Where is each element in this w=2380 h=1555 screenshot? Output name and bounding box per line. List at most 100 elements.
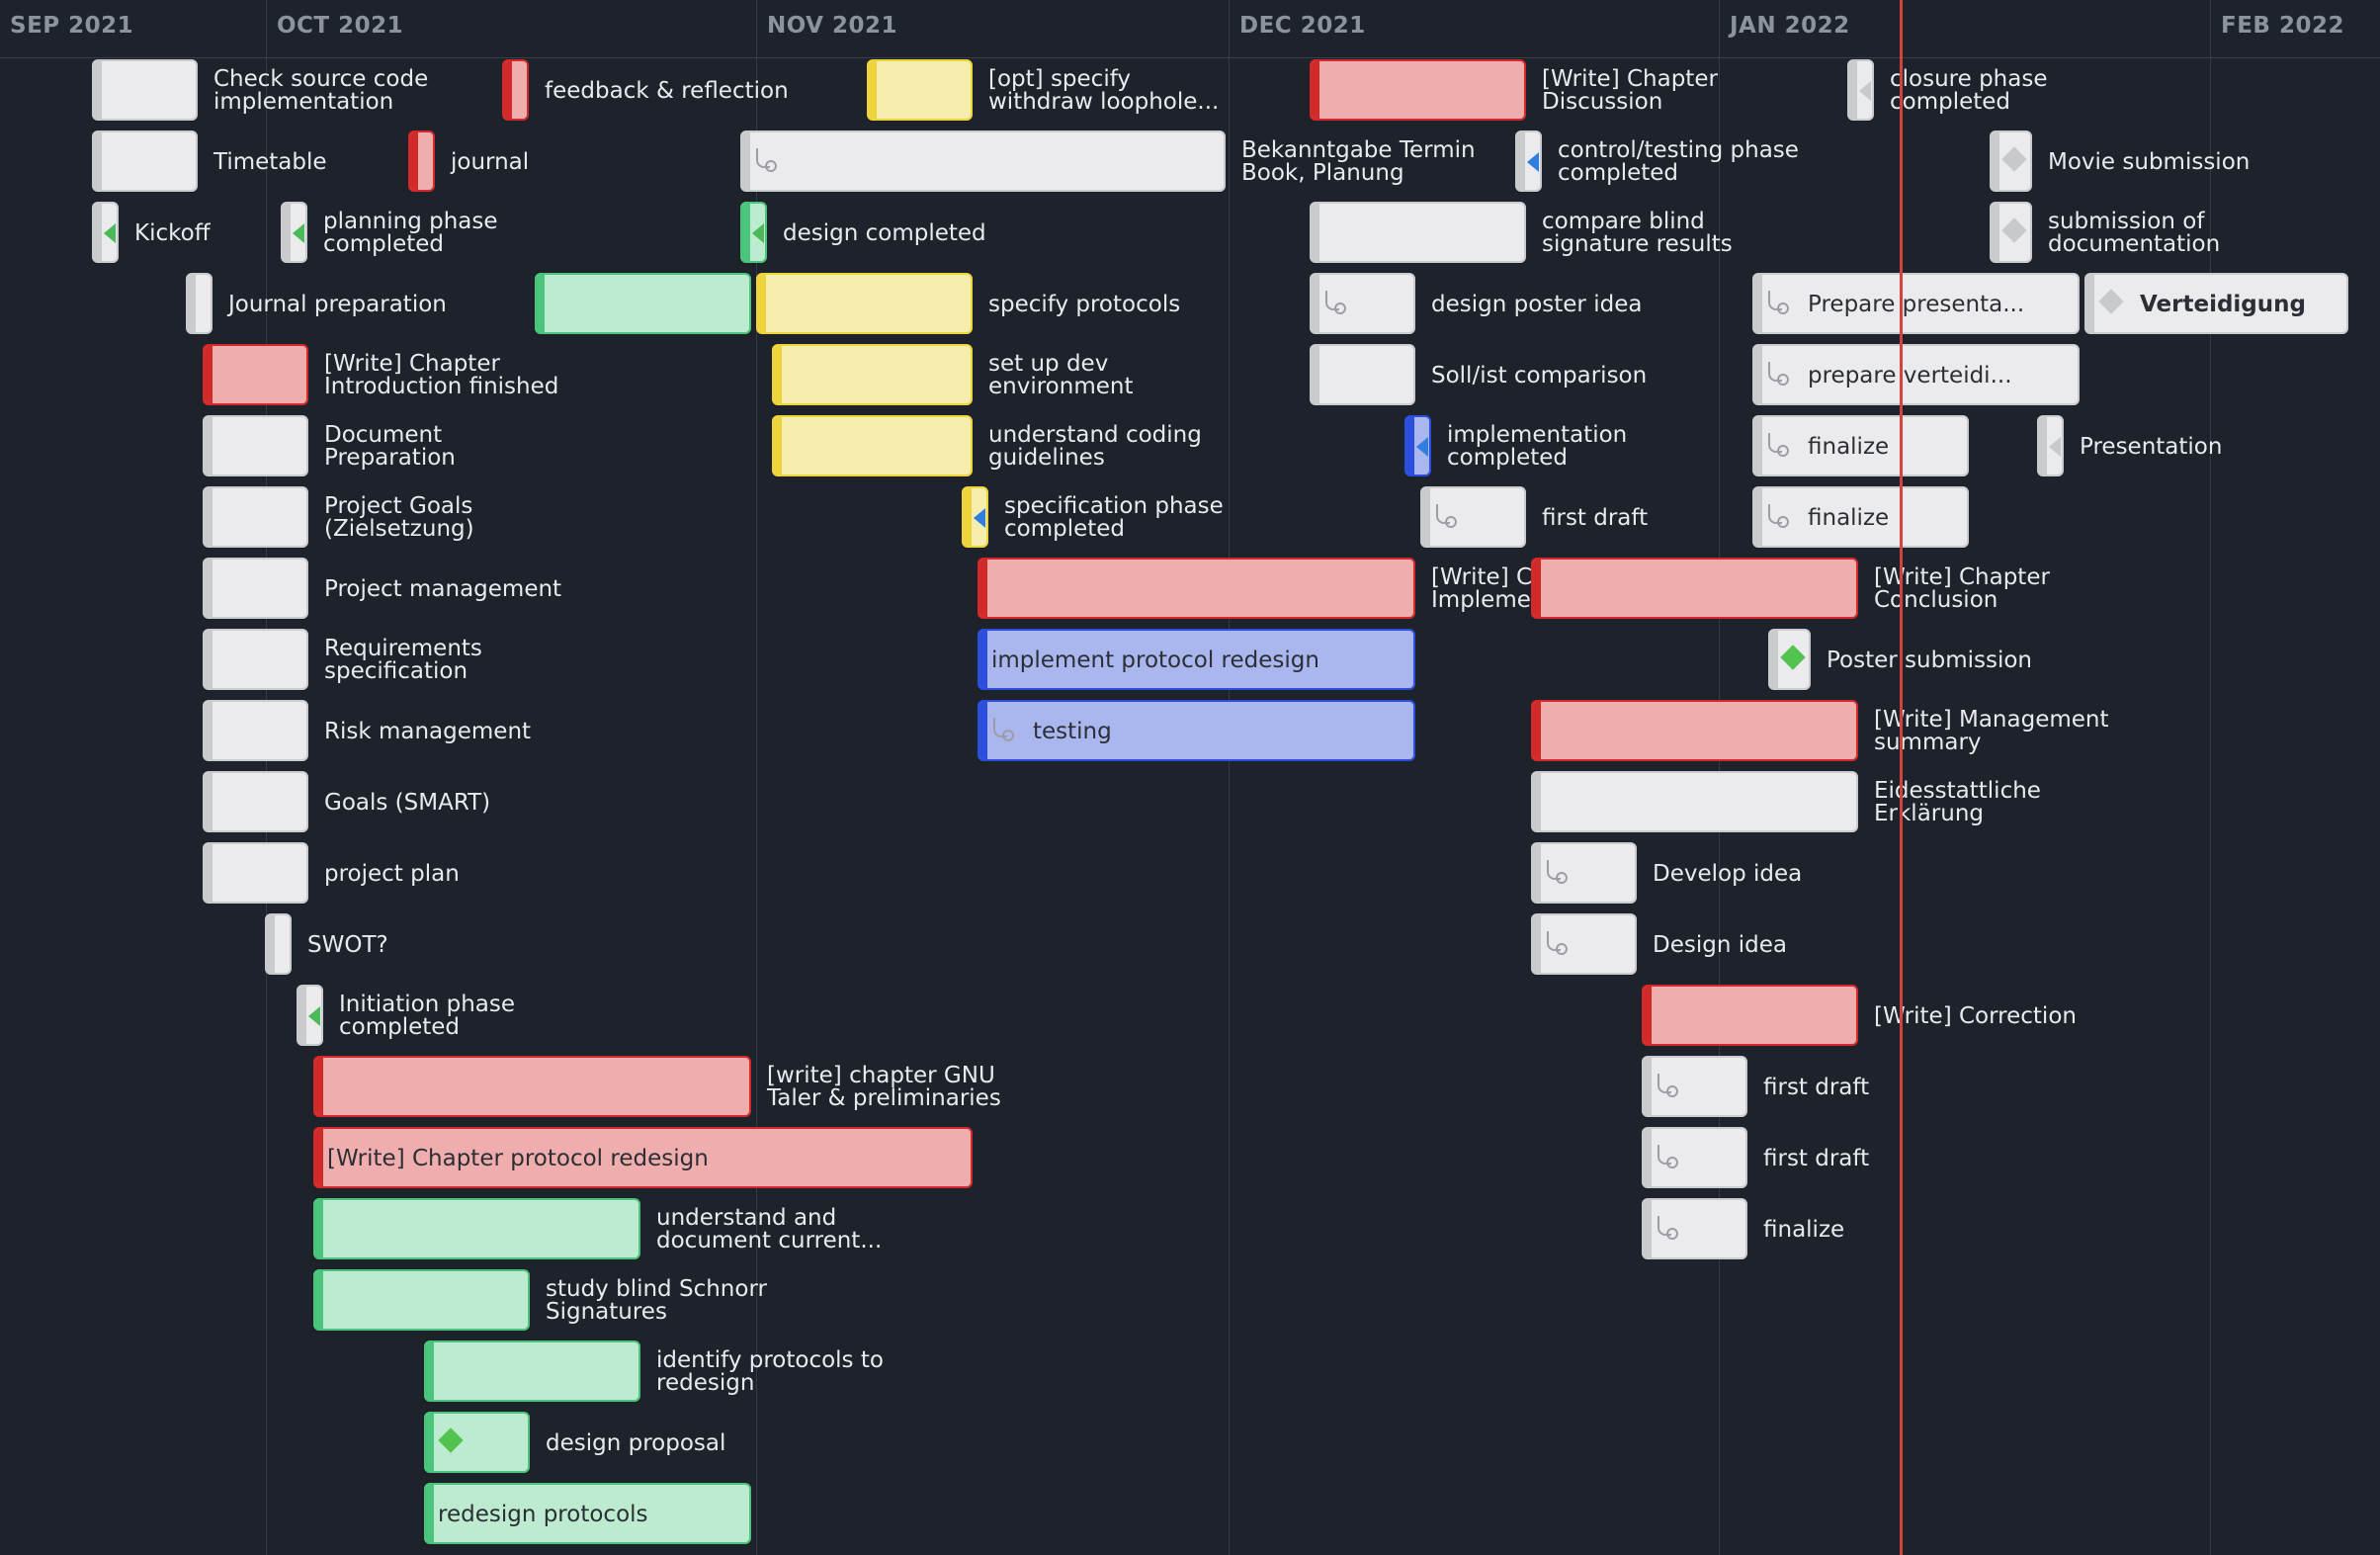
task-bar[interactable] (92, 130, 198, 192)
task-label-line: submission of (2048, 209, 2205, 234)
milestone-diamond-icon (2000, 146, 2027, 172)
task-bar[interactable] (1990, 130, 2032, 192)
task-bar[interactable] (962, 486, 988, 548)
task-label-line: Soll/ist comparison (1431, 362, 1648, 389)
subtask-icon (1768, 433, 1789, 457)
task-bar[interactable] (1990, 202, 2032, 263)
task-label-line: guidelines (988, 445, 1105, 471)
flag-icon (293, 223, 304, 243)
task-bar[interactable] (1752, 344, 2080, 405)
task-bar[interactable] (203, 771, 308, 832)
task-bar[interactable] (92, 202, 119, 263)
task-bar[interactable] (1531, 700, 1858, 761)
task-label: finalize (1808, 435, 1889, 459)
task-bar[interactable] (92, 59, 198, 121)
flag-icon (752, 223, 764, 243)
task-bar[interactable] (740, 130, 1226, 192)
task-bar[interactable] (203, 486, 308, 548)
task-bar[interactable] (424, 1340, 640, 1402)
task-bar[interactable] (1752, 273, 2080, 334)
flag-icon (1859, 81, 1871, 101)
task-bar[interactable] (1515, 130, 1542, 192)
task-label-line: understand and (656, 1205, 837, 1231)
task-bar[interactable] (265, 913, 292, 975)
task-bar[interactable] (756, 273, 973, 334)
task-bar[interactable] (297, 985, 323, 1046)
task-bar[interactable] (2084, 273, 2348, 334)
task-bar[interactable] (1531, 842, 1637, 904)
task-bar[interactable] (978, 629, 1415, 690)
task-bar[interactable] (313, 1269, 530, 1331)
task-label: design poster idea (1431, 293, 1642, 316)
task-bar[interactable] (313, 1056, 751, 1117)
task-label-line: prepare verteidi... (1808, 362, 2012, 389)
task-bar[interactable] (424, 1412, 530, 1473)
task-label: design completed (783, 221, 986, 245)
task-label-line: control/testing phase (1558, 137, 1799, 163)
month-label: NOV 2021 (767, 13, 898, 39)
task-label-line: compare blind (1542, 209, 1705, 234)
task-bar[interactable] (408, 130, 435, 192)
subtask-icon (993, 718, 1014, 741)
task-bar[interactable] (203, 415, 308, 476)
task-bar[interactable] (1310, 202, 1526, 263)
task-bar[interactable] (978, 700, 1415, 761)
task-bar[interactable] (502, 59, 529, 121)
task-bar[interactable] (1310, 59, 1526, 121)
task-label: Verteidigung (2140, 293, 2306, 316)
task-label: first draft (1542, 506, 1648, 530)
task-label-line: Book, Planung (1241, 160, 1404, 186)
task-label-line: finalize (1763, 1216, 1845, 1243)
task-bar[interactable] (281, 202, 307, 263)
task-bar[interactable] (1310, 273, 1415, 334)
task-bar[interactable] (2037, 415, 2064, 476)
task-label-line: [Write] Chapter protocol redesign (327, 1145, 709, 1171)
task-bar[interactable] (186, 273, 212, 334)
task-bar[interactable] (203, 700, 308, 761)
task-bar[interactable] (1404, 415, 1431, 476)
task-bar[interactable] (1531, 558, 1858, 619)
task-bar[interactable] (1642, 1127, 1747, 1188)
task-bar[interactable] (1531, 771, 1858, 832)
task-label-line: Signatures (546, 1299, 667, 1325)
task-bar[interactable] (1310, 344, 1415, 405)
task-bar[interactable] (203, 842, 308, 904)
task-bar[interactable] (1642, 1198, 1747, 1259)
task-label-line: project plan (324, 860, 460, 887)
task-label: journal (451, 150, 529, 174)
task-label-line: redesign (656, 1370, 755, 1396)
task-bar[interactable] (978, 558, 1415, 619)
subtask-icon (1658, 1216, 1678, 1240)
task-bar[interactable] (772, 415, 973, 476)
task-label-line: set up dev (988, 351, 1109, 377)
task-bar[interactable] (535, 273, 751, 334)
task-bar[interactable] (203, 344, 308, 405)
task-bar[interactable] (1768, 629, 1811, 690)
task-bar[interactable] (203, 629, 308, 690)
task-bar[interactable] (1420, 486, 1526, 548)
task-label-line: Conclusion (1874, 587, 1998, 613)
task-label-line: signature results (1542, 231, 1733, 257)
task-bar[interactable] (313, 1198, 640, 1259)
task-bar[interactable] (1752, 415, 1969, 476)
task-bar[interactable] (740, 202, 767, 263)
task-bar[interactable] (1847, 59, 1874, 121)
task-label-line: [Write] Chapter (1542, 66, 1718, 92)
task-label-line: Discussion (1542, 89, 1663, 115)
task-bar[interactable] (772, 344, 973, 405)
task-bar[interactable] (313, 1127, 973, 1188)
task-bar[interactable] (1642, 1056, 1747, 1117)
task-bar[interactable] (1752, 486, 1969, 548)
task-bar[interactable] (203, 558, 308, 619)
task-label: Develop idea (1653, 862, 1802, 886)
task-label: Presentation (2080, 435, 2222, 459)
month-gridline (756, 0, 757, 1555)
task-label-line: environment (988, 374, 1134, 399)
task-bar[interactable] (1642, 985, 1858, 1046)
task-bar[interactable] (424, 1483, 751, 1544)
task-bar[interactable] (867, 59, 973, 121)
task-bar[interactable] (1531, 913, 1637, 975)
